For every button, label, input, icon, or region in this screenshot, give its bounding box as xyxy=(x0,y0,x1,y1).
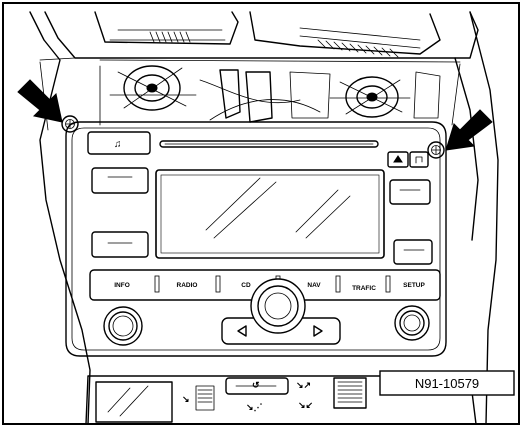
music-note-icon: ♫ xyxy=(114,139,122,150)
figure-id-box xyxy=(379,370,515,396)
setup-button[interactable]: SETUP xyxy=(403,282,425,289)
tune-knob[interactable] xyxy=(394,305,430,341)
nav-button[interactable]: NAV xyxy=(307,282,321,289)
figure-frame xyxy=(2,2,520,425)
center-knob[interactable] xyxy=(250,278,306,334)
airflow-icon: ↘↗ xyxy=(296,380,311,390)
pointer-arrow-icon xyxy=(445,109,493,151)
trafic-button[interactable]: TRAFIC xyxy=(352,285,376,292)
internal-mechanism xyxy=(99,59,461,126)
airflow-icon: ↘⋰ xyxy=(246,402,263,412)
eject-button[interactable] xyxy=(387,151,409,168)
cd-button[interactable]: CD xyxy=(241,282,251,289)
right-arrow-icon xyxy=(313,325,323,337)
cd-slot xyxy=(159,140,379,148)
soft-key-right-top[interactable] xyxy=(389,179,431,205)
volume-knob[interactable] xyxy=(103,306,143,346)
left-arrow-icon xyxy=(237,325,247,337)
info-button[interactable]: INFO xyxy=(114,282,130,289)
mounting-screw-right xyxy=(427,141,445,159)
soft-key-right-bottom[interactable] xyxy=(393,239,433,265)
lower-console: ↘ ↺ ↘⋰ ↘↗ ↘↙ xyxy=(85,375,477,425)
eject-icon xyxy=(393,155,403,163)
airflow-icon: ↘↙ xyxy=(298,400,313,410)
small-button[interactable] xyxy=(409,151,429,168)
pointer-arrow-icon xyxy=(17,79,63,123)
recirc-icon: ↺ xyxy=(252,380,260,390)
radio-button[interactable]: RADIO xyxy=(177,282,198,289)
radio-unit: ♫ INFO RADIO CD NAV TRAFI xyxy=(65,121,447,357)
figure-id: N91-10579 xyxy=(415,376,479,391)
seat-icon: ↘ xyxy=(182,394,190,404)
soft-key-left-top[interactable] xyxy=(91,167,149,194)
mounting-screw-left xyxy=(61,115,79,133)
music-button[interactable] xyxy=(87,131,151,155)
vent-slats xyxy=(149,31,399,58)
display-screen xyxy=(155,169,385,259)
soft-key-left-bottom[interactable] xyxy=(91,231,149,258)
